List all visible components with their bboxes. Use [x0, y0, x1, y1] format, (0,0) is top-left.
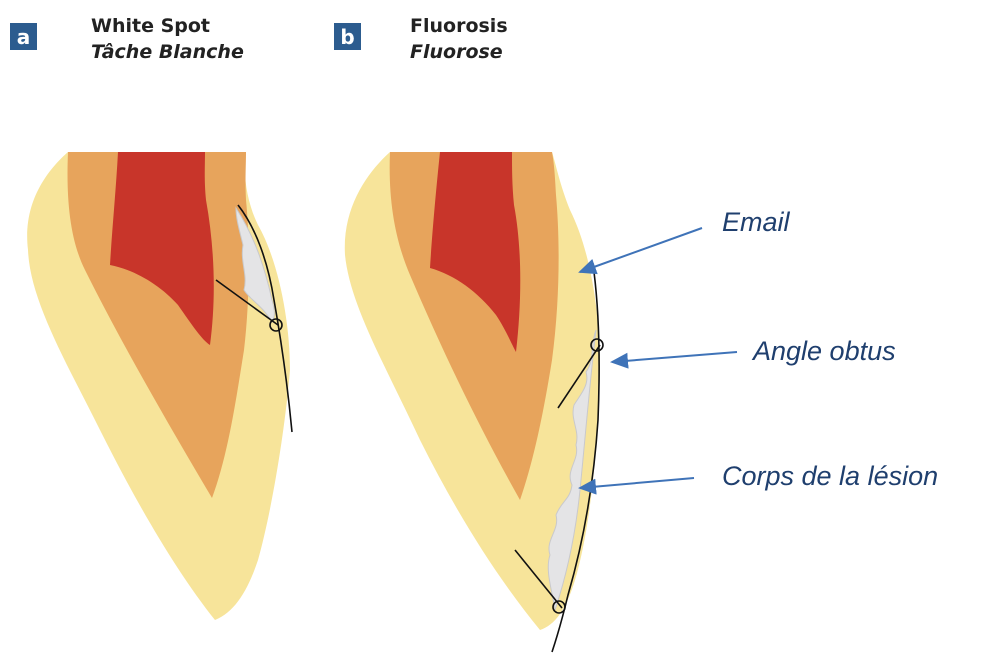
corps-lesion-arrow [580, 478, 694, 488]
angle-obtus-label: Angle obtus [753, 336, 896, 367]
angle-obtus-arrow [612, 352, 737, 362]
tooth-a [27, 152, 292, 620]
email-arrow [580, 228, 702, 272]
corps-lesion-label: Corps de la lésion [722, 461, 938, 492]
email-label: Email [722, 207, 790, 238]
tooth-b [345, 152, 603, 652]
